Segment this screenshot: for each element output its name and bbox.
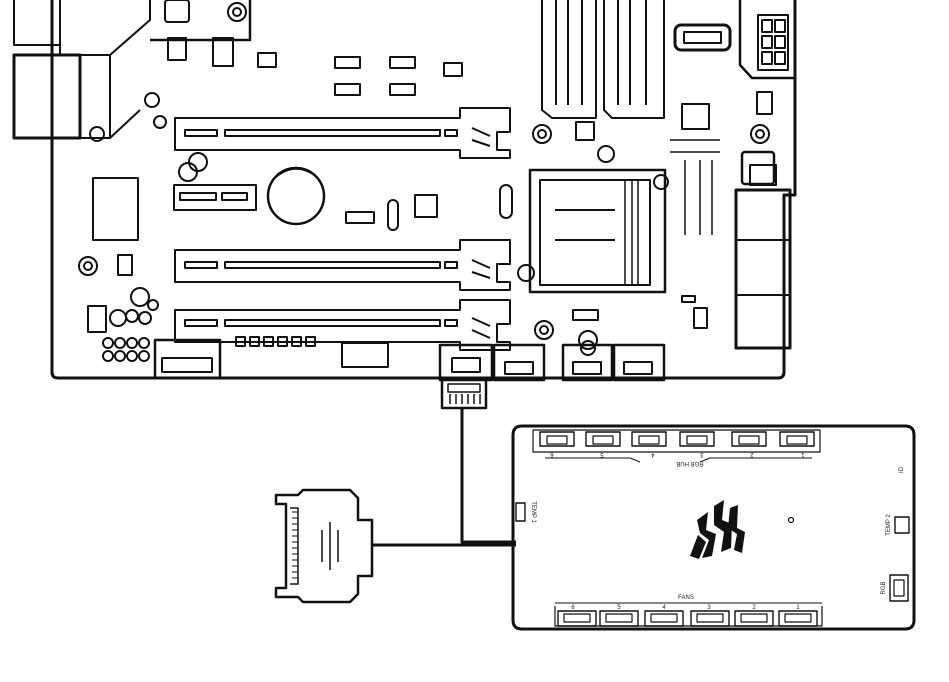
fan-port-6 (557, 610, 597, 627)
rgb-port-label: RGB (881, 581, 887, 594)
temp2-label: TEMP 2 (886, 514, 892, 536)
rgb-port-number-5: 5 (600, 451, 604, 457)
fan-port-number-6: 6 (571, 605, 575, 611)
ram-slots (541, 0, 665, 141)
pcie-slot-3 (174, 299, 511, 351)
rgb-port-number-6: 6 (550, 451, 554, 457)
board-fan-headers (438, 343, 666, 382)
fan-port-number-1: 1 (796, 605, 800, 611)
commander-hub: RGB HUB 6 5 4 3 2 1 TEMP 1 TEMP 2 RGB ID… (511, 424, 916, 631)
rgb-port-3 (679, 431, 715, 447)
rgb-port-4 (631, 431, 667, 447)
fans-label: FANS (678, 595, 694, 601)
pcie-slot-1 (174, 107, 511, 159)
usb-header-plug (440, 376, 488, 410)
fan-port-5 (599, 610, 639, 627)
rgb-port-number-4: 4 (651, 451, 655, 457)
temp1-label: TEMP 1 (530, 501, 536, 523)
fan-port-number-5: 5 (617, 605, 621, 611)
usb-cable (460, 408, 516, 544)
id-label: ID (899, 466, 905, 473)
rgb-port-number-2: 2 (750, 451, 754, 457)
fan-port-4 (644, 610, 684, 627)
rgb-port-1 (779, 431, 815, 447)
fan-port-row (554, 602, 823, 627)
fan-port-1 (778, 610, 818, 627)
corsair-sails-logo-icon (690, 500, 745, 559)
rgb-port-row (532, 429, 821, 453)
fan-port-number-4: 4 (662, 605, 666, 611)
fan-port-number-3: 3 (707, 605, 711, 611)
rgb-port-number-3: 3 (700, 451, 704, 457)
fan-port-number-2: 2 (752, 605, 756, 611)
motherboard-outline (50, 0, 797, 380)
rgb-port-5 (585, 431, 621, 447)
motherboard (12, 0, 797, 382)
fan-port-2 (734, 610, 774, 627)
hub-outline (511, 424, 916, 631)
pcie-x1-slot (173, 184, 257, 211)
rear-io-block (12, 0, 252, 142)
fan-port-3 (690, 610, 730, 627)
pcie-slot-2 (174, 239, 511, 291)
sata-power-connector (274, 488, 374, 604)
rgb-hub-label: RGB HUB (676, 460, 703, 466)
rgb-port-2 (731, 431, 767, 447)
rgb-port-number-1: 1 (801, 451, 805, 457)
cpu-socket (517, 168, 669, 294)
rgb-port-6 (539, 431, 575, 447)
